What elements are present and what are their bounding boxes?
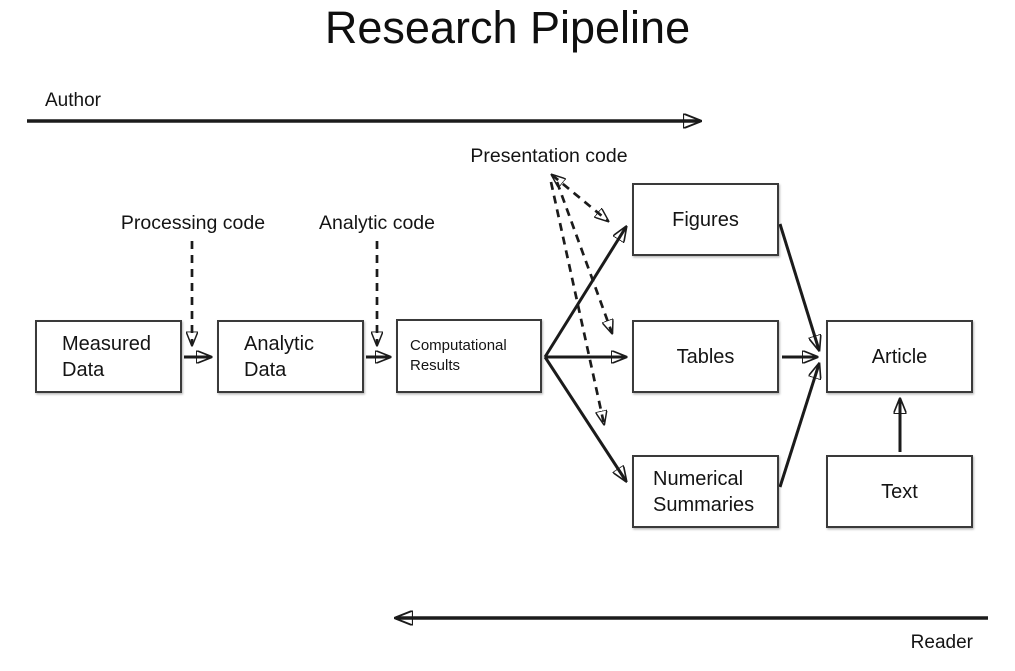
node-analytic-data: Analytic Data xyxy=(217,320,364,393)
node-computational-results: Computational Results xyxy=(396,319,542,393)
author-flow-label: Author xyxy=(45,90,101,111)
node-text: Text xyxy=(826,455,973,528)
edge-computational-to-summaries xyxy=(543,356,626,481)
reader-flow-label: Reader xyxy=(910,632,973,653)
edge-presentation-code-to-tables-dashed xyxy=(555,181,612,333)
slide-title: Research Pipeline xyxy=(324,2,691,53)
node-tables: Tables xyxy=(632,320,779,393)
node-figures: Figures xyxy=(632,183,779,256)
node-article: Article xyxy=(826,320,973,393)
node-numerical-summaries: Numerical Summaries xyxy=(632,455,779,528)
analytic-code-label: Analytic code xyxy=(319,212,435,234)
presentation-code-label: Presentation code xyxy=(470,145,628,167)
edge-computational-to-figures xyxy=(543,227,626,358)
node-measured-data: Measured Data xyxy=(35,320,182,393)
edge-summaries-to-article xyxy=(778,364,819,488)
edge-presentation-code-to-figures-dashed xyxy=(552,175,608,221)
edge-figures-to-article xyxy=(778,223,819,350)
processing-code-label: Processing code xyxy=(120,212,266,234)
